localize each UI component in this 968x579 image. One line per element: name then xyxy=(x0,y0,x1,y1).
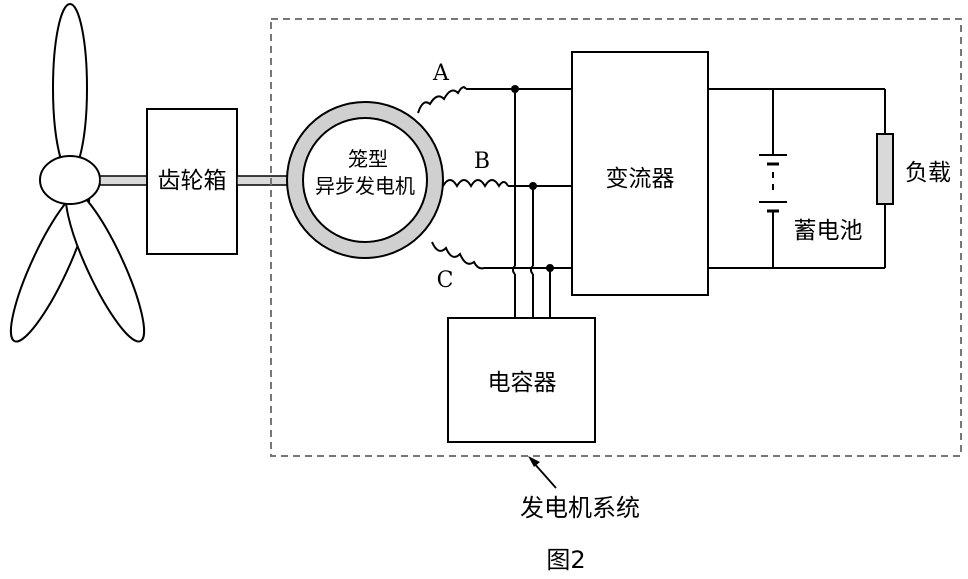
junction-dot-c xyxy=(546,264,554,272)
phase-a-winding xyxy=(417,86,572,114)
generator-label-line2: 异步发电机 xyxy=(315,174,415,198)
phase-b-winding xyxy=(442,179,572,188)
dc-bus xyxy=(708,88,886,269)
phase-b-label: B xyxy=(474,149,490,174)
turbine-blade-top xyxy=(52,3,88,173)
generator-core xyxy=(302,117,428,243)
figure-caption: 图2 xyxy=(546,546,585,574)
gearbox-box xyxy=(146,108,238,255)
turbine-hub xyxy=(39,155,101,205)
converter-label: 变流器 xyxy=(606,166,675,192)
gearbox-label: 齿轮箱 xyxy=(158,168,227,194)
phase-a-label: A xyxy=(432,61,450,86)
phase-c-label: C xyxy=(437,268,454,293)
battery-symbol xyxy=(759,154,787,213)
battery-label: 蓄电池 xyxy=(794,218,863,244)
capacitor-label: 电容器 xyxy=(488,370,557,396)
junction-dot-a xyxy=(511,85,519,93)
capacitor-box xyxy=(447,317,596,443)
capacitor-connections xyxy=(511,85,554,318)
load-label: 负载 xyxy=(905,160,951,186)
junction-dot-b xyxy=(529,182,537,190)
phase-c-winding xyxy=(431,241,572,270)
generator-label-line1: 笼型 xyxy=(348,147,388,171)
shaft-hub-to-gearbox xyxy=(99,175,148,186)
converter-box xyxy=(571,51,709,296)
wind-turbine xyxy=(9,3,146,343)
load-resistor xyxy=(876,133,894,205)
system-pointer-arrow xyxy=(528,456,557,489)
system-label: 发电机系统 xyxy=(520,494,640,522)
